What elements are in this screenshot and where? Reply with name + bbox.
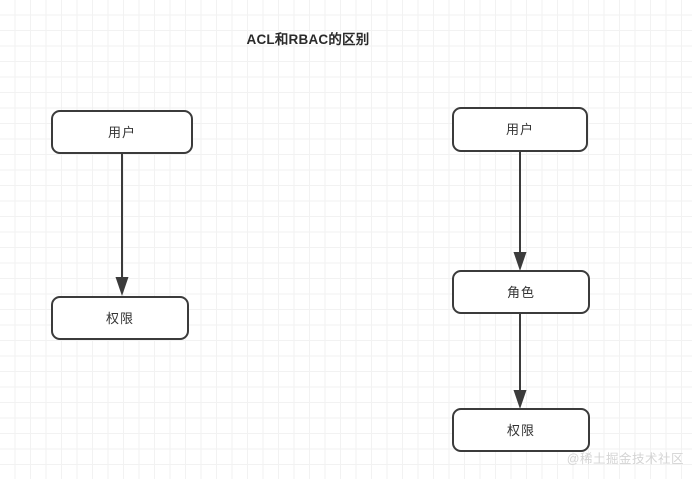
edge-acl-user-to-perm: [115, 153, 129, 296]
node-acl-perm-label: 权限: [105, 310, 134, 326]
node-rbac-role[interactable]: 角色: [452, 270, 590, 314]
diagram-title-text: ACL和RBAC的区别: [246, 32, 370, 47]
edge-rbac-user-to-role: [513, 152, 527, 271]
node-rbac-role-label: 角色: [506, 284, 535, 300]
node-rbac-user[interactable]: 用户: [452, 107, 588, 152]
node-rbac-perm-label: 权限: [506, 422, 535, 438]
node-rbac-user-label: 用户: [505, 122, 534, 137]
watermark: @稀土掘金技术社区: [566, 452, 684, 466]
edge-rbac-role-to-perm: [513, 314, 527, 409]
node-rbac-perm[interactable]: 权限: [452, 408, 590, 452]
node-acl-perm[interactable]: 权限: [51, 296, 189, 340]
node-acl-user[interactable]: 用户: [51, 110, 193, 154]
diagram-title: ACL和RBAC的区别: [0, 28, 692, 48]
node-acl-user-label: 用户: [107, 124, 136, 140]
